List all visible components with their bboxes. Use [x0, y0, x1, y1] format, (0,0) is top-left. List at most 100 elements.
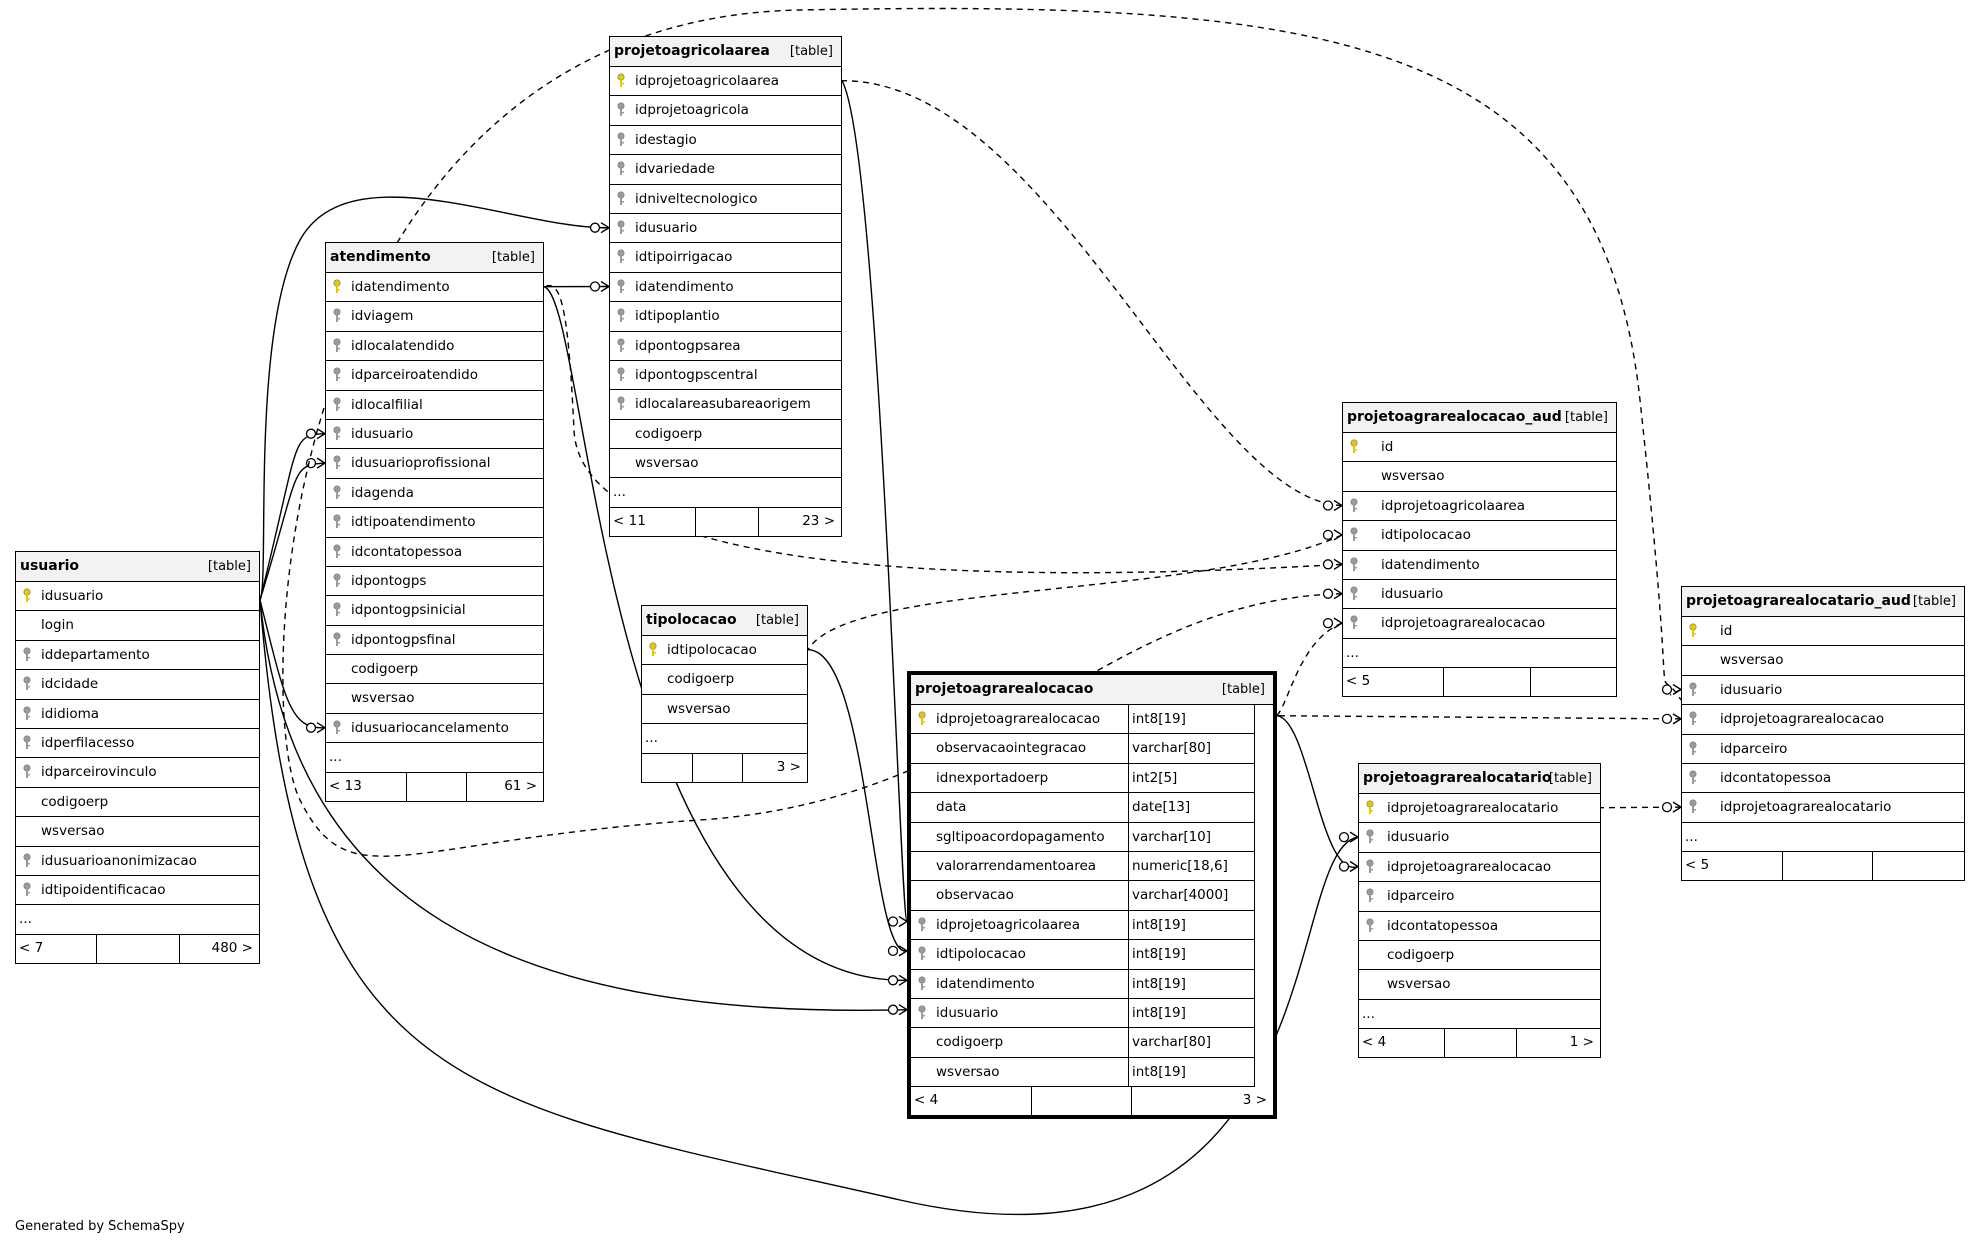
column-row[interactable]: idlocalfilial: [326, 391, 543, 420]
column-row[interactable]: idtipoidentificacao: [16, 876, 259, 906]
column-row[interactable]: idusuariocancelamento: [326, 714, 543, 744]
column-row[interactable]: idprojetoagricolaarea: [1343, 492, 1616, 522]
column-row[interactable]: idtipoatendimento: [326, 508, 543, 538]
column-row[interactable]: idpontogpsfinal: [326, 626, 543, 656]
column-row[interactable]: idcontatopessoa: [1359, 912, 1600, 941]
column-row[interactable]: idprojetoagrarealocacao: [1343, 609, 1616, 639]
column-row[interactable]: idviagem: [326, 302, 543, 332]
column-row[interactable]: idusuarioprofissional: [326, 449, 543, 479]
column-row[interactable]: idcidade: [16, 670, 259, 700]
column-row[interactable]: wsversao: [642, 695, 807, 725]
children-count[interactable]: 61 >: [504, 777, 537, 794]
column-row[interactable]: idprojetoagrarealocacao: [1682, 705, 1964, 735]
children-count[interactable]: 23 >: [802, 512, 835, 529]
column-row[interactable]: wsversao: [326, 684, 543, 714]
parents-count[interactable]: < 4: [1362, 1034, 1387, 1051]
column-row[interactable]: idusuario: [326, 420, 543, 450]
table-projetoagrarealocatario[interactable]: projetoagrarealocatario[table]idprojetoa…: [1358, 763, 1601, 1059]
column-row[interactable]: id: [1682, 617, 1964, 647]
column-row[interactable]: idusuario: [1682, 676, 1964, 706]
children-count[interactable]: 480 >: [211, 939, 253, 956]
column-row[interactable]: idtipoplantio: [610, 302, 841, 332]
column-row[interactable]: idcontatopessoa: [326, 538, 543, 567]
column-row[interactable]: idusuarioanonimizacao: [16, 847, 259, 876]
column-row[interactable]: wsversao: [16, 817, 259, 847]
column-row[interactable]: idatendimento: [610, 273, 841, 303]
column-row[interactable]: wsversao: [610, 449, 841, 479]
parents-count[interactable]: < 7: [19, 939, 44, 956]
children-count[interactable]: 1 >: [1569, 1034, 1594, 1051]
parents-count[interactable]: < 11: [613, 512, 646, 529]
column-row[interactable]: wsversao: [1359, 970, 1600, 1000]
column-row[interactable]: idniveltecnologico: [610, 185, 841, 214]
column-row[interactable]: wsversao: [1682, 646, 1964, 676]
children-count[interactable]: 3 >: [1242, 1092, 1267, 1109]
column-row[interactable]: idparceiro: [1359, 882, 1600, 912]
column-row[interactable]: idprojetoagricolaarea: [610, 67, 841, 97]
children-count[interactable]: 3 >: [776, 758, 801, 775]
column-row[interactable]: idpontogpsarea: [610, 332, 841, 361]
column-row[interactable]: codigoerp: [642, 665, 807, 695]
parents-count[interactable]: < 4: [914, 1092, 939, 1109]
column-row[interactable]: codigoerp: [1359, 941, 1600, 971]
column-row[interactable]: idatendimento: [1343, 551, 1616, 580]
table-projetoagrarealocacao[interactable]: projetoagrarealocacao[table]idprojetoagr…: [907, 671, 1277, 1120]
column-row[interactable]: idusuario: [16, 582, 259, 612]
column-row[interactable]: idparceiroatendido: [326, 361, 543, 391]
column-row[interactable]: idprojetoagrarealocacao: [1359, 853, 1600, 883]
column-row[interactable]: idcontatopessoa: [1682, 764, 1964, 794]
column-row[interactable]: idprojetoagricola: [610, 96, 841, 126]
column-row[interactable]: idusuario: [1359, 823, 1600, 853]
column-row[interactable]: idestagio: [610, 126, 841, 156]
column-row[interactable]: idtipoirrigacao: [610, 243, 841, 273]
column-row[interactable]: idprojetoagrarealocatario: [1682, 793, 1964, 823]
column-row[interactable]: idagenda: [326, 479, 543, 509]
column-row[interactable]: codigoerp: [16, 788, 259, 818]
column-row[interactable]: idusuario: [1343, 580, 1616, 610]
column-row[interactable]: idlocalareasubareaorigem: [610, 390, 841, 420]
column-row[interactable]: idtipolocacao: [1343, 521, 1616, 551]
column-row[interactable]: idperfilacesso: [16, 729, 259, 759]
column-row[interactable]: idpontogpscentral: [610, 361, 841, 391]
parents-count[interactable]: < 5: [1346, 673, 1371, 690]
column-row[interactable]: codigoerp: [610, 420, 841, 450]
column-row[interactable]: wsversao: [1343, 462, 1616, 492]
column-row[interactable]: idatendimento: [326, 273, 543, 303]
column-row[interactable]: idpontogps: [326, 567, 543, 597]
column-row[interactable]: idpontogpsinicial: [326, 596, 543, 626]
column-row[interactable]: idtipolocacao: [642, 636, 807, 666]
table-projetoagricolaarea[interactable]: projetoagricolaarea[table]idprojetoagric…: [609, 36, 842, 537]
column-row[interactable]: idusuario: [610, 214, 841, 244]
column-row[interactable]: idparceirovinculo: [16, 758, 259, 788]
column-row[interactable]: idlocalatendido: [326, 332, 543, 362]
column-row[interactable]: idparceiro: [1682, 735, 1964, 764]
column-row[interactable]: idprojetoagrarealocatario: [1359, 794, 1600, 824]
column-name: idtipoidentificacao: [41, 881, 166, 898]
column-row[interactable]: codigoerp: [326, 655, 543, 685]
parents-count[interactable]: < 5: [1685, 857, 1710, 874]
column-row[interactable]: idvariedade: [610, 155, 841, 185]
column-row[interactable]: login: [16, 611, 259, 641]
parents-count[interactable]: < 13: [329, 777, 362, 794]
column-row[interactable]: iddepartamento: [16, 641, 259, 671]
column-row[interactable]: ididioma: [16, 700, 259, 729]
column-row[interactable]: id: [1343, 433, 1616, 463]
